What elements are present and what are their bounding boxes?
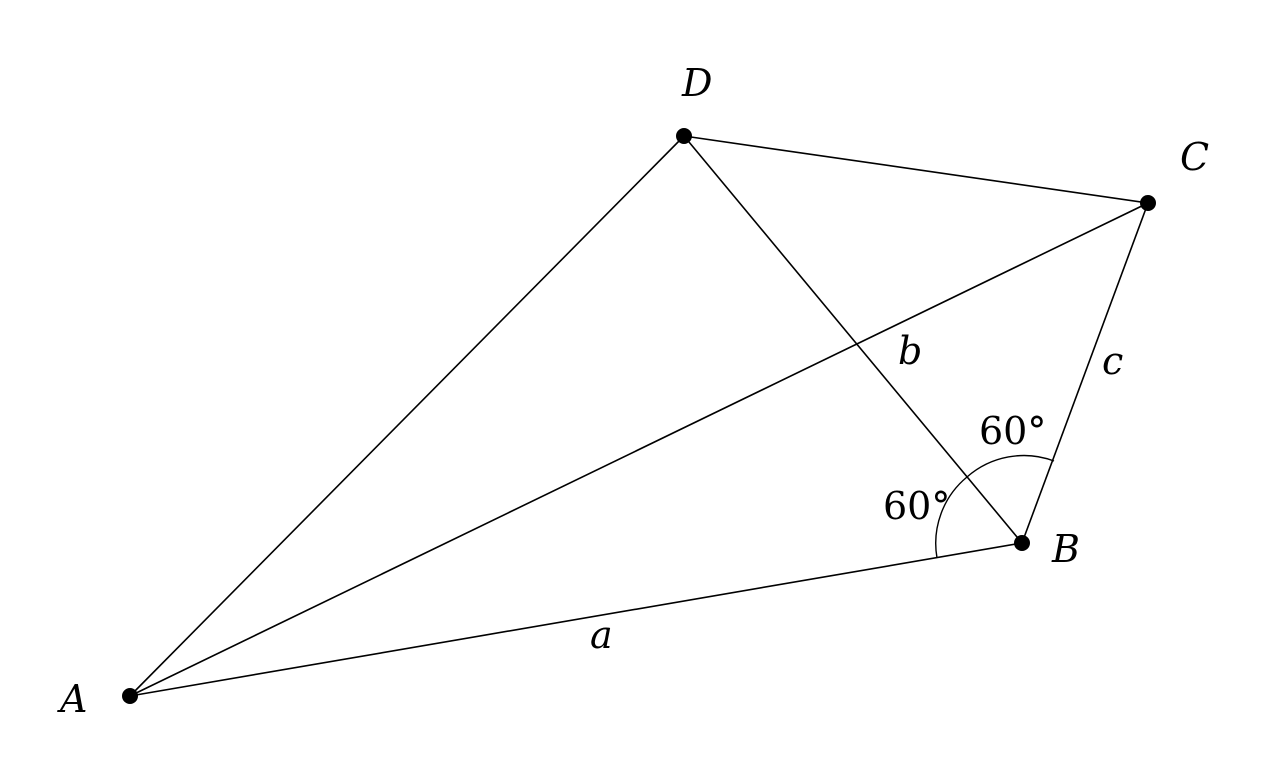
point-B [1014, 535, 1030, 551]
segment-AD [129, 135, 685, 697]
label-side-a: a [590, 613, 613, 657]
segment-DC [683, 135, 1149, 204]
label-point-B: B [1051, 527, 1080, 571]
label-side-c: c [1102, 339, 1123, 383]
point-C [1140, 195, 1156, 211]
label-point-D: D [681, 61, 712, 105]
segment-DB [683, 135, 1023, 544]
angle-arc-DBC [966, 454, 1055, 478]
segment-BC [1021, 202, 1149, 544]
label-point-C: C [1180, 135, 1209, 179]
point-A [122, 688, 138, 704]
segment-AC [129, 202, 1149, 697]
label-angle-ABD: 60° [883, 484, 950, 528]
segment-AB [129, 542, 1023, 697]
point-D [676, 128, 692, 144]
label-angle-DBC: 60° [979, 409, 1046, 453]
label-point-A: A [57, 677, 87, 721]
label-side-b: b [898, 329, 922, 373]
angle-arc-ABD [935, 476, 968, 559]
